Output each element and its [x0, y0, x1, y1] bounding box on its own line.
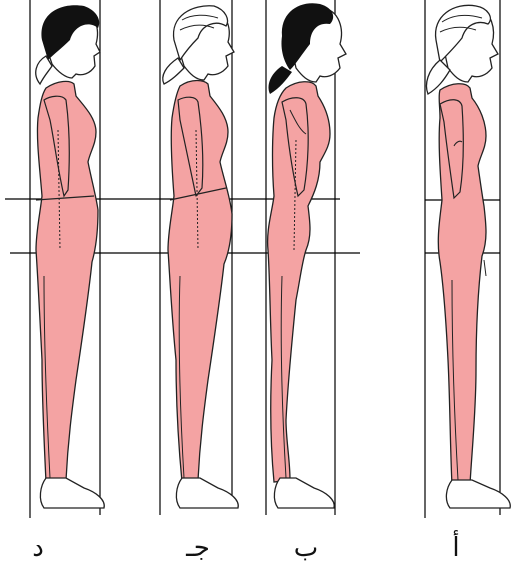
figure-j: [163, 6, 238, 508]
label-b: ب: [276, 533, 336, 563]
figure-a-head: [427, 5, 499, 94]
figure-j-head: [163, 6, 234, 84]
figure-d-foot: [40, 478, 104, 508]
label-j: جـ: [168, 533, 228, 563]
figure-b: [268, 3, 346, 508]
figure-d-head: [36, 5, 100, 84]
figure-b-foot: [274, 478, 334, 508]
figure-d: [36, 5, 105, 508]
figure-a-foot: [446, 480, 510, 508]
figure-b-head: [269, 3, 347, 94]
label-d: د: [8, 533, 68, 563]
figure-j-foot: [176, 478, 238, 508]
label-a: أ: [426, 533, 486, 563]
figure-a: [427, 5, 511, 508]
